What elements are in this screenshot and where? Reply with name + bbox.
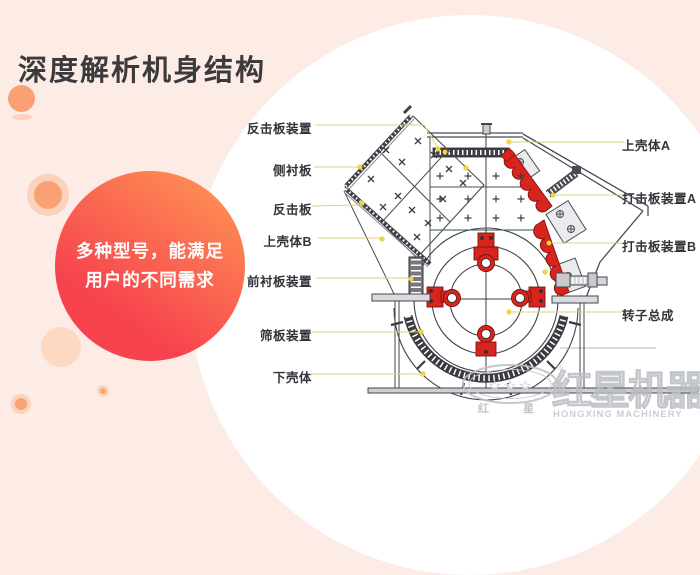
label-blow-bar-device-b: 打击板装置B: [622, 240, 697, 254]
label-lower-shell: 下壳体: [272, 371, 312, 385]
promo-line-2: 用户的不同需求: [85, 270, 215, 290]
label-blow-bar-device-a: 打击板装置A: [622, 192, 697, 206]
decor-circle-orange: [8, 85, 35, 112]
page-title: 深度解析机身结构: [18, 55, 267, 88]
label-rotor-assembly: 转子总成: [622, 309, 675, 323]
decor-circle-pale: [41, 327, 81, 367]
label-screen-plate-device: 筛板装置: [259, 329, 312, 343]
decor-donut-1-core: [34, 181, 62, 209]
label-upper-shell-a: 上壳体A: [622, 139, 671, 153]
decor-donut-2-core: [15, 398, 27, 410]
label-impact-plate-device: 反击板装置: [246, 122, 312, 136]
infographic-page: { "title": "深度解析机身结构", "badge": { "line1…: [8, 15, 700, 575]
promo-line-1: 多种型号，能满足: [76, 241, 224, 261]
label-front-liner-device: 前衬板装置: [246, 275, 312, 289]
content-backdrop-circle: [190, 15, 700, 575]
label-side-liner: 侧衬板: [272, 164, 312, 178]
promo-badge: 多种型号，能满足 用户的不同需求: [55, 171, 245, 361]
label-impact-plate: 反击板: [272, 203, 312, 217]
decor-donut-3-core: [100, 388, 106, 394]
decor-circle-reflection: [12, 114, 32, 120]
label-upper-shell-b: 上壳体B: [263, 235, 312, 249]
